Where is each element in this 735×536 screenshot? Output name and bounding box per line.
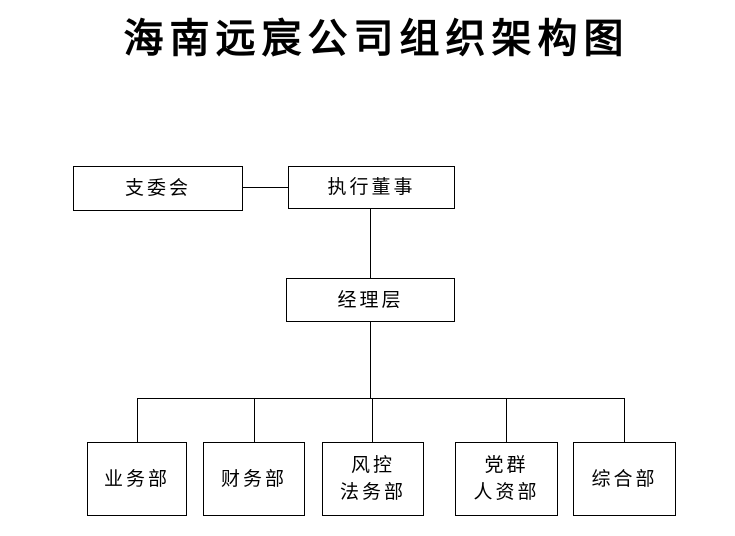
box-label-line2: 人资部 (473, 482, 540, 503)
connector-executive-management (370, 209, 371, 278)
box-party-hr-dept: 党群 人资部 (455, 442, 558, 516)
connector-departments-bus (137, 398, 625, 399)
box-label: 执行董事 (327, 177, 416, 198)
connector-drop-general-dept (624, 398, 625, 442)
box-label-line1: 党群 (484, 455, 529, 476)
box-label-line1: 业务部 (103, 468, 170, 490)
connector-management-departments (370, 322, 371, 398)
box-label-line2: 法务部 (339, 482, 406, 503)
box-executive-director: 执行董事 (288, 166, 455, 209)
page-title: 海南远宸公司组织架构图 (123, 16, 630, 61)
box-label: 经理层 (337, 289, 404, 311)
connector-drop-business-dept (137, 398, 138, 442)
box-management-level: 经理层 (286, 278, 455, 322)
box-label-line1: 财务部 (220, 468, 287, 490)
connector-drop-party-hr-dept (506, 398, 507, 442)
box-label-line1: 风控 (350, 455, 395, 476)
box-label-line1: 综合部 (591, 468, 658, 490)
box-risk-legal-dept: 风控 法务部 (322, 442, 424, 516)
box-finance-dept: 财务部 (203, 442, 305, 516)
box-business-dept: 业务部 (87, 442, 187, 516)
box-general-dept: 综合部 (573, 442, 676, 516)
box-party-branch-committee: 支委会 (73, 166, 243, 211)
connector-drop-risk-legal-dept (372, 398, 373, 442)
connector-committee-executive (243, 187, 288, 188)
box-label: 支委会 (124, 178, 191, 199)
connector-drop-finance-dept (254, 398, 255, 442)
